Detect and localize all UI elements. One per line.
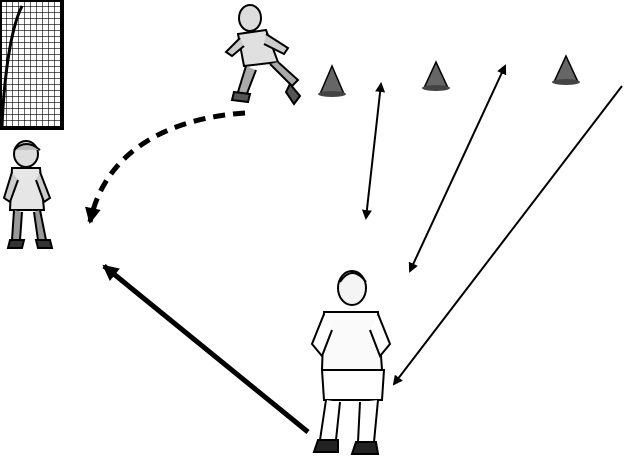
- goalkeeper-figure: [2, 140, 54, 249]
- cone-3: [552, 54, 580, 85]
- cone-1: [318, 64, 346, 97]
- striker-figure: [310, 270, 392, 455]
- dribble-path-arrow: [85, 110, 246, 224]
- pass-exchange-arrow-1: [361, 82, 386, 220]
- running-player-figure: [224, 4, 302, 106]
- goal-net: [0, 0, 64, 130]
- cone-2: [422, 60, 450, 91]
- long-pass-arrow: [392, 85, 623, 386]
- pass-exchange-arrow-2: [408, 64, 507, 273]
- shot-arrow: [102, 264, 310, 434]
